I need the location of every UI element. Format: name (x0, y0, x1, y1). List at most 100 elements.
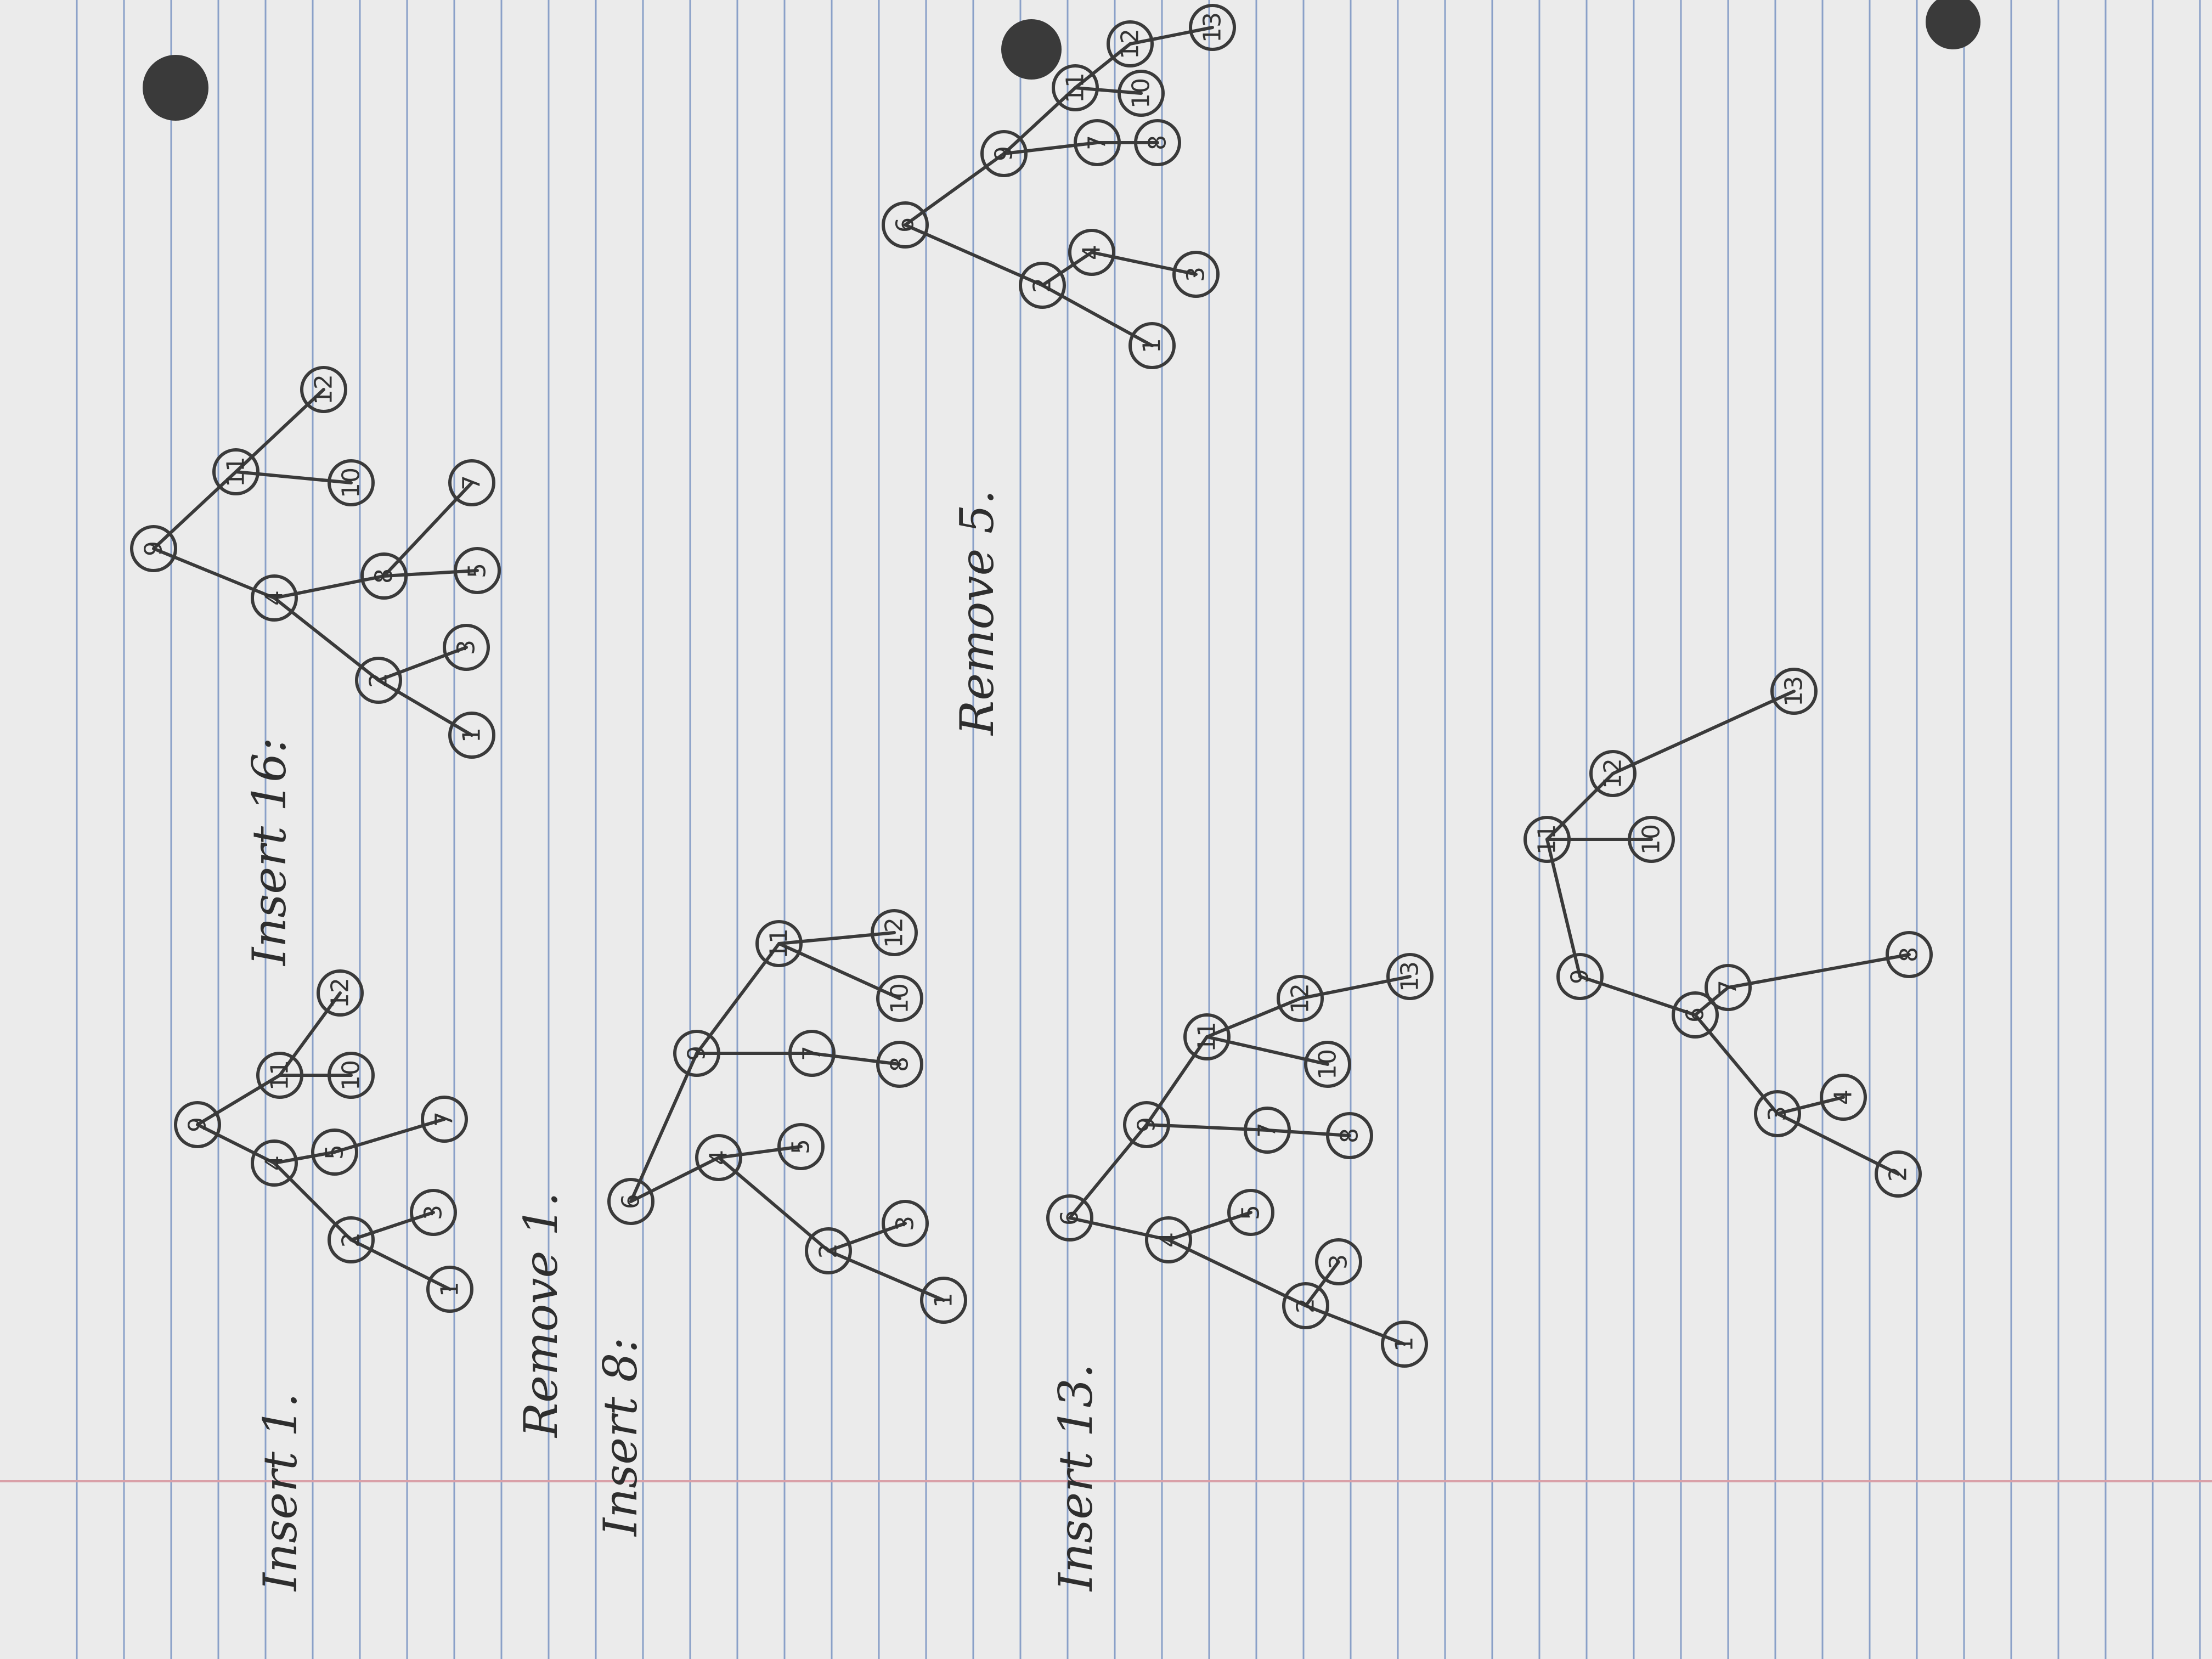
tree-edge (1145, 1035, 1209, 1126)
node-circle (421, 1096, 468, 1143)
tree-edge (1304, 1304, 1406, 1346)
node-circle (1118, 70, 1165, 117)
tree-edge (377, 646, 468, 682)
node-label: 11 (765, 928, 793, 959)
node-label: 9 (683, 1046, 711, 1061)
node-circle (1189, 4, 1236, 51)
tree-node: 12 (1589, 750, 1637, 797)
node-circle (1304, 1041, 1351, 1088)
node-label: 7 (1084, 135, 1111, 150)
node-label: 8 (1144, 135, 1172, 150)
tree-node: 2 (1282, 1282, 1329, 1329)
node-circle (882, 201, 929, 249)
label-insert-8: Insert 8: (594, 1338, 647, 1537)
node-label: 6 (1056, 1210, 1084, 1226)
tree-node: 9 (673, 1030, 720, 1077)
tree-edge (629, 1052, 698, 1203)
ruled-lines (76, 0, 2201, 1659)
node-label: 7 (458, 475, 486, 490)
tree-edge (1304, 1260, 1340, 1307)
tree-edge (1041, 251, 1093, 287)
node-label: 10 (1127, 78, 1155, 109)
node-circle (130, 525, 177, 572)
tree-diagrams: 9411251012137941128101213576492571113810… (130, 4, 1933, 1368)
tree-edge (904, 223, 1044, 287)
node-circle (328, 459, 375, 506)
tree-edge (717, 1156, 830, 1252)
tree-node: 7 (1705, 964, 1752, 1011)
node-circle (607, 1178, 654, 1225)
node-label: 10 (337, 467, 365, 498)
node-circle (1172, 251, 1220, 298)
node-label: 11 (266, 1060, 294, 1091)
node-label: 11 (1062, 72, 1090, 103)
tree-node: 9 (130, 525, 177, 572)
node-circle (1052, 64, 1099, 111)
tree-node: 5 (777, 1123, 825, 1170)
tree-edge (1726, 953, 1911, 989)
node-label: 12 (881, 917, 909, 948)
tree-edge (349, 1238, 452, 1291)
label-insert-1: Insert 1. (253, 1393, 307, 1592)
tree-node: 11 (1183, 1013, 1231, 1060)
node-circle (876, 1041, 923, 1088)
tree-node: 10 (328, 1052, 375, 1099)
node-circle (755, 920, 803, 967)
node-label: 12 (310, 374, 338, 405)
node-label: 9 (990, 146, 1018, 161)
node-circle (920, 1277, 967, 1324)
node-circle (1886, 931, 1933, 978)
tree-edge (349, 1211, 435, 1242)
node-label: 12 (1599, 758, 1627, 789)
node-circle (251, 1139, 298, 1187)
tree-edge (196, 1074, 281, 1126)
tree-edge (1694, 1013, 1779, 1115)
node-circle (1107, 20, 1154, 67)
tree-node: 1 (426, 1266, 473, 1313)
tree-node: 3 (410, 1189, 457, 1236)
node-label: 5 (464, 563, 492, 578)
tree-node: 4 (1820, 1074, 1867, 1121)
node-circle (454, 547, 501, 594)
tree-node: 5 (454, 547, 501, 594)
tree-node: 8 (876, 1041, 923, 1088)
node-label: 4 (1155, 1232, 1183, 1248)
node-label: 10 (886, 983, 914, 1014)
tree-node: 9 (174, 1101, 221, 1148)
node-label: 5 (321, 1144, 349, 1160)
node-label: 3 (1325, 1254, 1353, 1269)
node-circle (1183, 1013, 1231, 1060)
tree-edge (777, 931, 896, 945)
node-circle (1628, 816, 1675, 863)
tree-node: 9 (1556, 953, 1604, 1000)
tree-edge (333, 1118, 446, 1154)
binder-hole-3 (1926, 0, 1980, 49)
tree-edge (1205, 997, 1302, 1039)
tree-node: 13 (1386, 953, 1434, 1000)
node-circle (1315, 1238, 1362, 1285)
tree-node: 13 (1770, 668, 1818, 715)
tree-edge (1266, 1128, 1351, 1137)
node-circle (1672, 991, 1719, 1039)
node-label: 9 (1133, 1117, 1161, 1132)
tree-node: 7 (421, 1096, 468, 1143)
tree-node: 5 (1227, 1189, 1274, 1236)
node-circle (1770, 668, 1818, 715)
tree-edge (1090, 251, 1198, 276)
tree-node: 9 (980, 130, 1028, 177)
node-label: 4 (1078, 245, 1106, 260)
node-circle (1068, 229, 1115, 276)
tree-node: 4 (1145, 1216, 1192, 1263)
node-label: 11 (222, 456, 250, 487)
tree-edge (827, 1222, 907, 1252)
node-label: 12 (326, 978, 354, 1008)
tree-edge (1074, 42, 1132, 89)
node-circle (1523, 816, 1571, 863)
node-circle (1820, 1074, 1867, 1121)
tree-node: 10 (1304, 1041, 1351, 1088)
node-circle (256, 1052, 303, 1099)
tree-node: 12 (300, 366, 347, 413)
tree-node: 1 (1128, 322, 1176, 369)
node-circle (212, 448, 259, 495)
